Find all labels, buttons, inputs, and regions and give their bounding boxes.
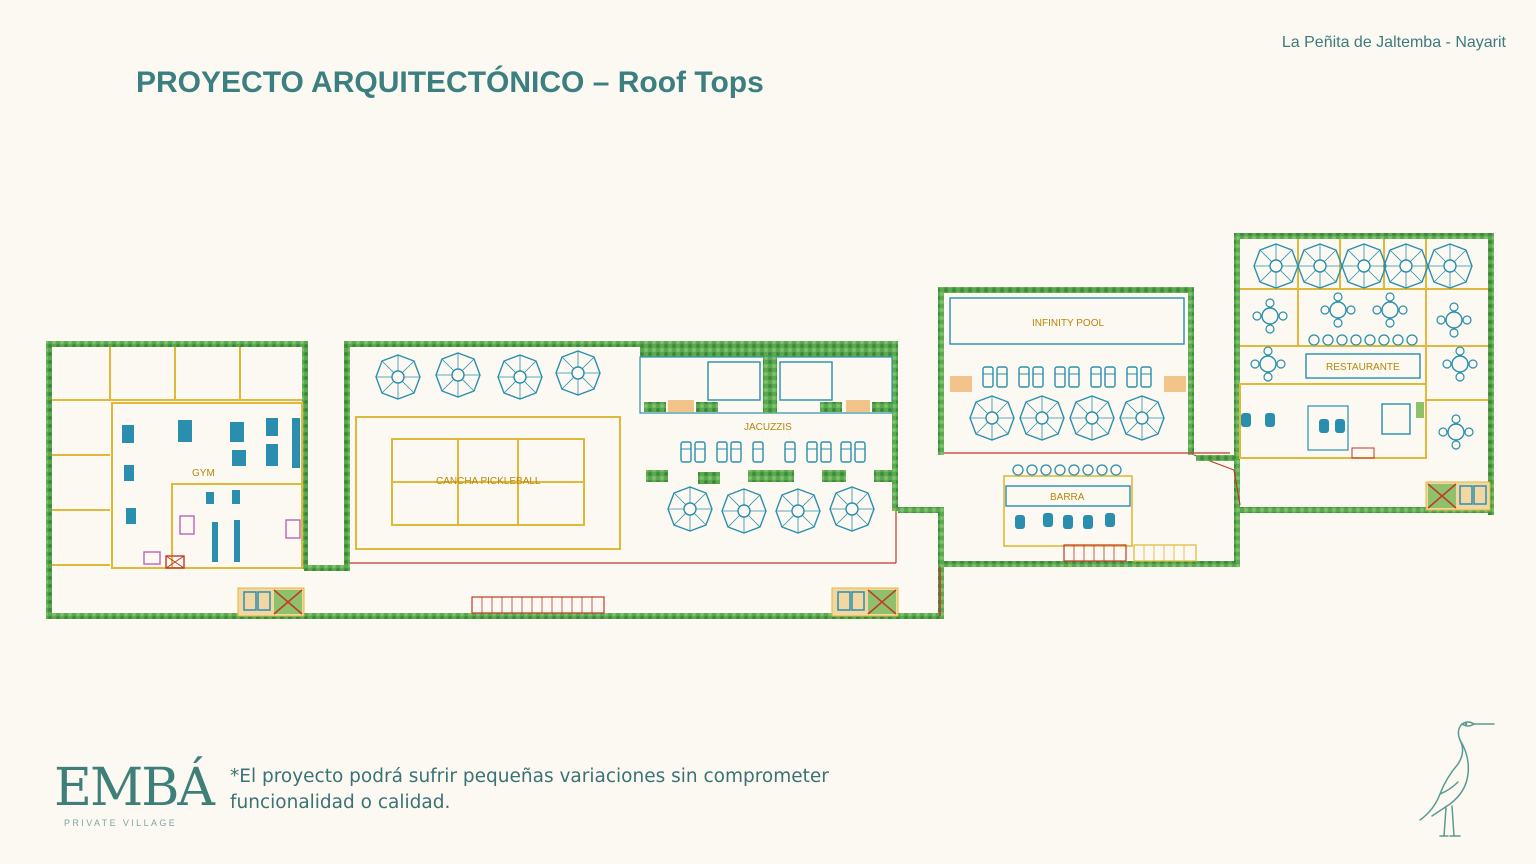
emba-logo: EMBÁ PRIVATE VILLAGE — [54, 752, 215, 836]
jacuzzis-label: JACUZZIS — [744, 422, 792, 433]
page-title: PROYECTO ARQUITECTÓNICO – Roof Tops — [136, 66, 764, 99]
location-label: La Peñita de Jaltemba - Nayarit — [1281, 34, 1506, 51]
logo-wordmark: EMBÁ — [54, 758, 215, 818]
disclaimer-note: *El proyecto podrá sufrir pequeñas varia… — [230, 766, 829, 813]
pool-bar-block: INFINITY POOL BARRA — [938, 287, 1241, 616]
barra-label: BARRA — [1050, 492, 1085, 503]
pickleball-jacuzzi-block: CANCHA PICKLEBALL JACUZZIS — [304, 341, 944, 619]
logo-subtitle: PRIVATE VILLAGE — [64, 818, 178, 828]
restaurante-label: RESTAURANTE — [1326, 362, 1400, 373]
heron-icon — [1419, 721, 1495, 837]
gym-block: GYM — [46, 341, 940, 619]
restaurant-block: RESTAURANTE — [1196, 233, 1494, 515]
pickleball-label: CANCHA PICKLEBALL — [436, 476, 541, 487]
infinity-pool-label: INFINITY POOL — [1032, 318, 1104, 329]
gym-label: GYM — [192, 468, 215, 479]
